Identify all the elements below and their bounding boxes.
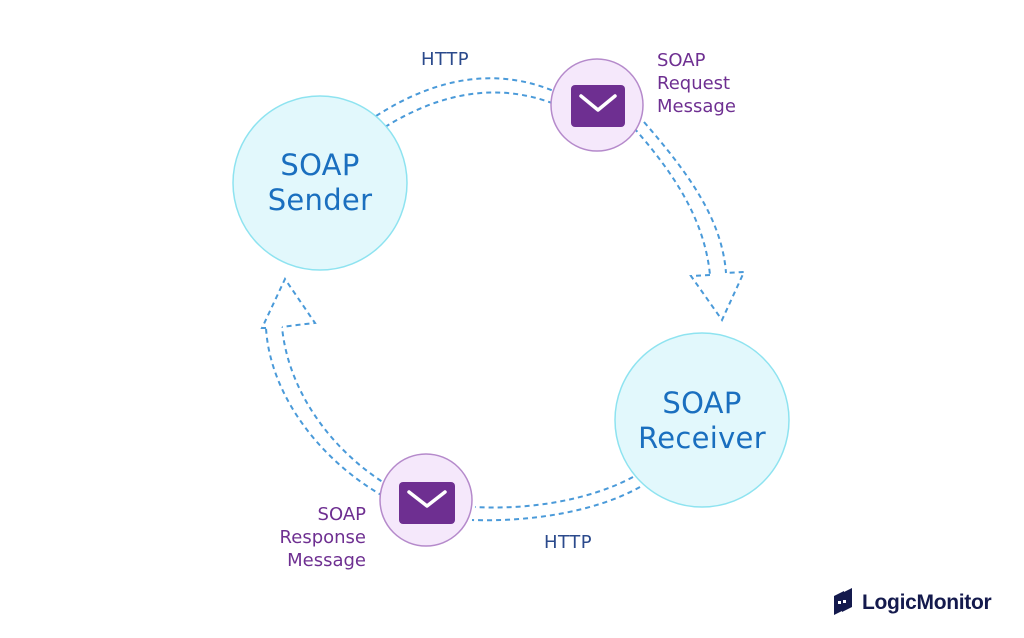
sender-label: SOAP Sender: [233, 148, 407, 218]
arrow-shaft: [281, 326, 390, 487]
response-message-label: SOAP Response Message: [262, 503, 366, 572]
connector-line: [384, 91, 553, 128]
logicmonitor-logo-icon: [834, 588, 852, 615]
request-message-label: SOAP Request Message: [657, 49, 736, 118]
response-label-line2: Response: [279, 527, 366, 548]
arrow-shaft: [643, 121, 727, 274]
sender-label-line2: Sender: [267, 183, 373, 217]
arrow-to-sender: [260, 276, 390, 497]
receiver-label: SOAP Receiver: [615, 386, 789, 456]
envelope-icon: [399, 482, 455, 524]
envelope-icon: [571, 85, 625, 127]
receiver-label-line2: Receiver: [638, 421, 766, 455]
logicmonitor-logo-text: LogicMonitor: [862, 591, 992, 614]
response-label-line3: Message: [287, 550, 366, 571]
http-connector-top: [375, 77, 557, 128]
receiver-label-line1: SOAP: [662, 386, 742, 420]
http-label-top: HTTP: [421, 49, 470, 70]
logicmonitor-logo: LogicMonitor: [830, 588, 992, 618]
connector-line: [471, 486, 641, 522]
request-label-line2: Request: [657, 73, 731, 94]
http-connector-bottom: [471, 476, 641, 522]
request-label-line3: Message: [657, 96, 736, 117]
sender-label-line1: SOAP: [280, 148, 360, 182]
receiver-node: [614, 332, 790, 508]
arrow-shaft: [633, 127, 711, 276]
request-label-line1: SOAP: [657, 50, 706, 71]
arrow-shaft: [265, 327, 384, 497]
response-label-line1: SOAP: [317, 504, 366, 525]
arrow-head: [689, 270, 746, 322]
arrow-to-receiver: [633, 121, 746, 322]
connector-line: [474, 476, 634, 509]
http-label-bottom: HTTP: [544, 532, 593, 553]
connector-line: [375, 77, 557, 117]
arrow-head: [260, 276, 317, 329]
sender-node: [232, 95, 408, 271]
